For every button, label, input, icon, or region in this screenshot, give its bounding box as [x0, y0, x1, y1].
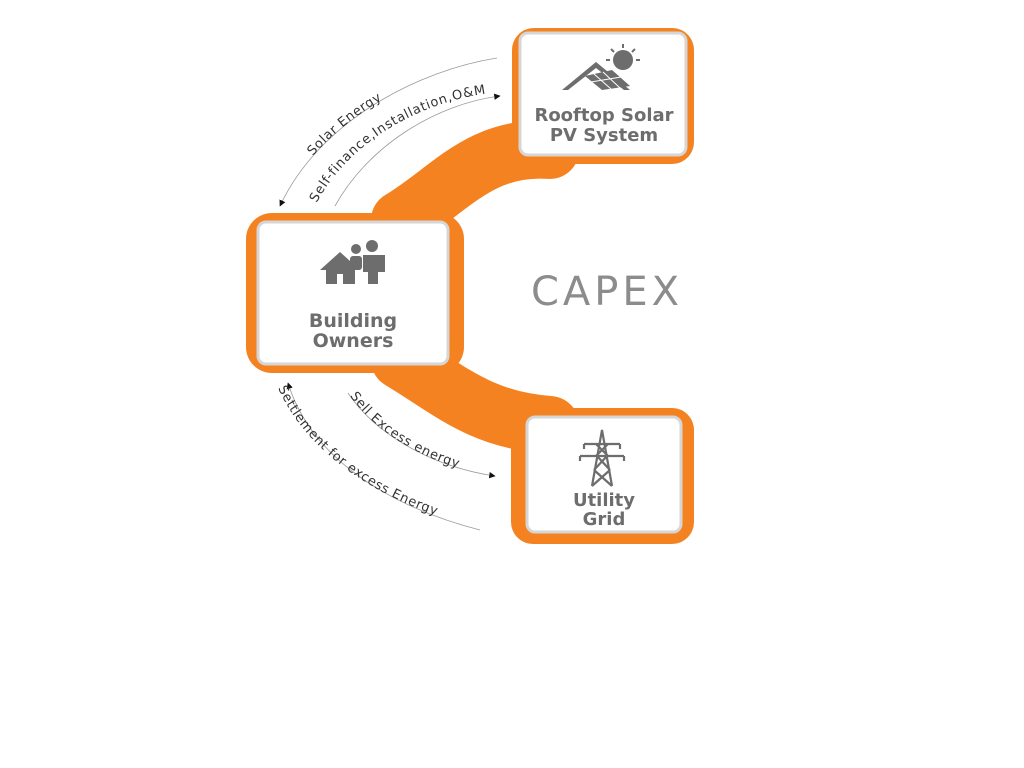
- arc-self-finance: [334, 93, 501, 207]
- rooftop-label-line1: Rooftop Solar: [534, 105, 673, 126]
- owners-label-line2: Owners: [313, 330, 394, 352]
- flow-label-solar-energy-path: Solar Energy: [305, 90, 384, 159]
- transmission-tower-icon: [578, 429, 626, 487]
- arc-solar-energy: [279, 57, 498, 207]
- flow-arcs: [279, 57, 501, 531]
- node-utility-grid: Utility Grid: [525, 415, 683, 534]
- node-rooftop-solar: Rooftop Solar PV System: [518, 31, 688, 157]
- owners-label-line1: Building: [309, 310, 397, 332]
- rooftop-solar-icon: [562, 44, 640, 90]
- building-owners-icon: [320, 240, 385, 284]
- arc-sell-excess: [347, 392, 496, 479]
- grid-label-line2: Grid: [583, 509, 626, 530]
- grid-label-line1: Utility: [573, 490, 635, 511]
- flow-label-solar-energy: Solar Energy: [305, 90, 385, 159]
- node-building-owners: Building Owners: [256, 220, 450, 366]
- rooftop-label-line2: PV System: [550, 125, 658, 146]
- arc-settlement: [286, 382, 481, 531]
- center-label: CAPEX: [531, 269, 683, 315]
